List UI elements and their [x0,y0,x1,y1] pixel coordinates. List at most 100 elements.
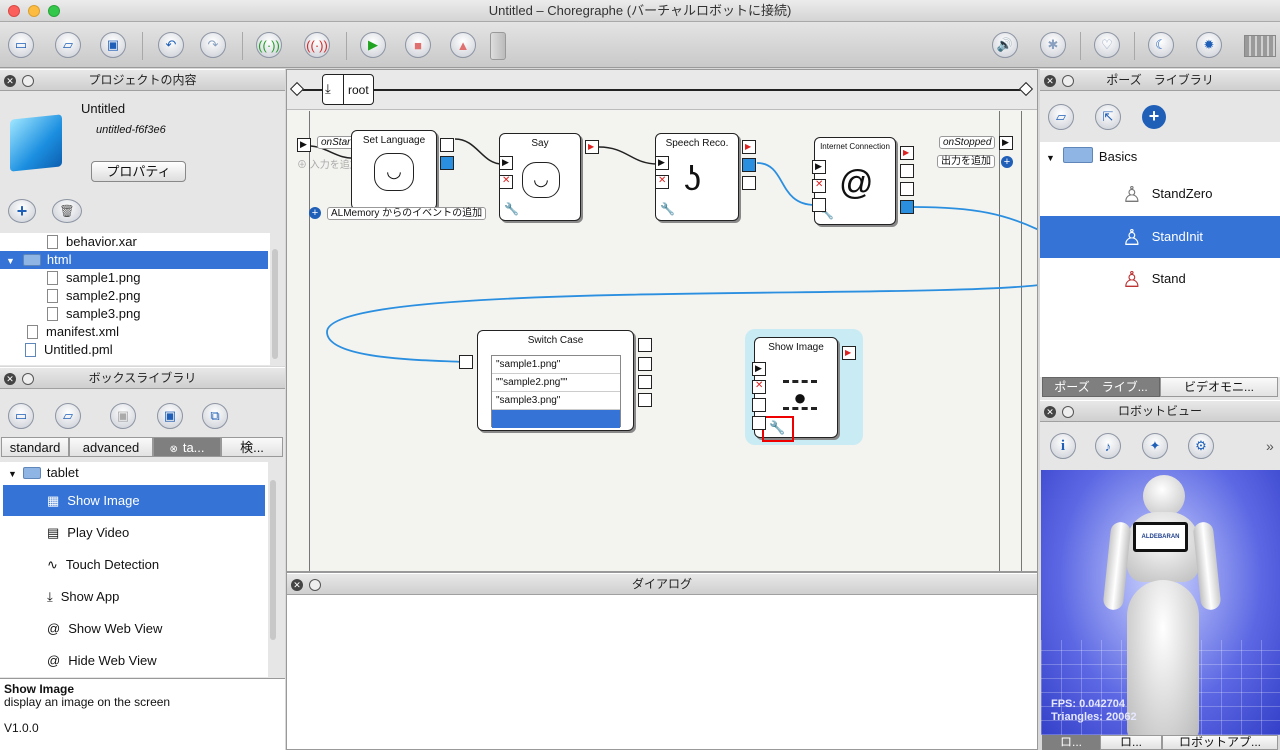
case-item[interactable]: ""sample2.png"" [492,374,620,392]
tab-advanced[interactable]: advanced [69,437,153,457]
add-file-icon[interactable]: + [8,199,36,223]
add-event-icon[interactable]: + [309,207,321,219]
float-panel-icon[interactable] [309,579,321,591]
case-item[interactable]: "sample3.png" [492,392,620,410]
stop-input-port[interactable]: ✕ [812,179,826,193]
input-port[interactable] [752,398,766,412]
play-icon[interactable]: ▶ [360,32,386,58]
box-internet-connection[interactable]: Internet Connection @ 🔧 [814,137,896,225]
onstopped-output-port[interactable]: ▶ [999,136,1013,150]
wrench-icon[interactable]: 🔧 [660,202,675,216]
tree-item-sample1[interactable]: sample1.png [0,269,268,287]
open-library-icon[interactable]: ▱ [55,403,81,429]
file-tree-scrollbar[interactable] [272,249,278,359]
close-panel-icon[interactable]: ✕ [291,579,303,591]
stop-input-port[interactable]: ✕ [752,380,766,394]
stop-input-port[interactable]: ✕ [499,175,513,189]
stiffness-icon[interactable]: ✱ [1040,32,1066,58]
output-port[interactable] [742,158,756,172]
tab-video-monitor[interactable]: ビデオモニ... [1160,377,1278,397]
zoom-window-icon[interactable] [48,5,60,17]
library-item-hide-web-view[interactable]: @Hide Web View [47,653,157,668]
input-port[interactable]: ▶ [499,156,513,170]
input-port[interactable] [459,355,473,369]
pose-folder-basics[interactable]: ▼Basics [1046,147,1138,164]
export-library-icon[interactable]: ▣ [157,403,183,429]
slider-icon[interactable] [490,32,506,60]
tree-item-sample2[interactable]: sample2.png [0,287,268,305]
float-panel-icon[interactable] [22,75,34,87]
gear-icon[interactable]: ✹ [1196,32,1222,58]
sound-off-icon[interactable]: ♪ [1095,433,1121,459]
connect-icon[interactable]: ((·)) [256,32,282,58]
box-list-scrollbar[interactable] [270,480,276,640]
more-icon[interactable]: » [1266,438,1274,454]
open-pose-folder-icon[interactable]: ▱ [1048,104,1074,130]
onstart-input-port[interactable]: ▶ [297,138,311,152]
tab-robot-1[interactable]: ロ... [1042,735,1100,750]
close-panel-icon[interactable]: ✕ [1044,406,1056,418]
almemory-label[interactable]: ALMemory からのイベントの追加 [327,207,487,220]
library-item-play-video[interactable]: ▤Play Video [47,525,130,540]
add-input-label[interactable]: ⊕ 入力を追加 [297,160,360,171]
box-switch-case[interactable]: Switch Case "sample1.png" ""sample2.png"… [477,330,634,431]
output-port[interactable] [900,182,914,196]
robot-3d-view[interactable]: ALDEBARAN FPS: 0.042704 Triangles: 20062 [1041,470,1280,735]
import-pose-icon[interactable]: ⇱ [1095,104,1121,130]
heart-icon[interactable]: ♡ [1094,32,1120,58]
library-item-touch-detection[interactable]: ∿Touch Detection [47,557,160,572]
breadcrumb[interactable]: ⤓ root [322,74,374,105]
close-tab-icon[interactable]: ⊗ [169,444,178,455]
output-port[interactable] [742,176,756,190]
stop-icon[interactable]: ■ [405,32,431,58]
pose-item-stand[interactable]: ♙Stand [1122,267,1186,292]
new-library-icon[interactable]: ▭ [8,403,34,429]
properties-button[interactable]: プロパティ [91,161,186,182]
tree-item-pml[interactable]: Untitled.pml [0,341,268,359]
add-output-icon[interactable]: + [1001,156,1013,168]
library-folder-tablet[interactable]: ▼tablet [8,465,79,480]
add-output-label[interactable]: 出力を追加 [937,155,995,168]
input-port[interactable] [812,198,826,212]
case-item[interactable]: "sample1.png" [492,356,620,374]
tab-standard[interactable]: standard [1,437,69,457]
close-panel-icon[interactable]: ✕ [4,75,16,87]
tree-item-behavior[interactable]: behavior.xar [0,233,268,251]
tree-item-html[interactable]: ▼html [0,251,268,269]
add-pose-icon[interactable]: + [1142,105,1166,129]
float-panel-icon[interactable] [22,373,34,385]
info-icon[interactable]: i [1050,433,1076,459]
output-port[interactable] [440,138,454,152]
flow-diagram-canvas[interactable]: ⤓ root ▶ onStart ⊕ 入力を追加 Set Language ◡ … [286,69,1038,572]
pose-item-standzero[interactable]: ♙StandZero [1122,182,1213,207]
output-port[interactable] [638,375,652,389]
tree-item-sample3[interactable]: sample3.png [0,305,268,323]
output-port[interactable] [638,338,652,352]
library-item-show-image[interactable]: ▦Show Image [3,485,265,516]
wrench-icon[interactable]: 🔧 [769,420,786,435]
library-item-show-web-view[interactable]: @Show Web View [47,621,163,636]
close-panel-icon[interactable]: ✕ [4,373,16,385]
stop-input-port[interactable]: ✕ [655,175,669,189]
save-icon[interactable]: ▣ [100,32,126,58]
float-panel-icon[interactable] [1062,75,1074,87]
output-port[interactable] [638,393,652,407]
output-port[interactable] [900,200,914,214]
case-item-new[interactable] [492,410,620,428]
output-port[interactable]: ▶ [585,140,599,154]
output-port[interactable]: ▶ [900,146,914,160]
close-window-icon[interactable] [8,5,20,17]
undo-icon[interactable]: ↶ [158,32,184,58]
sleep-icon[interactable]: ☾ [1148,32,1174,58]
input-port[interactable]: ▶ [752,362,766,376]
input-port[interactable]: ▶ [655,156,669,170]
settings-off-icon[interactable]: ⚙ [1188,433,1214,459]
new-window-icon[interactable]: ▭ [8,32,34,58]
box-show-image[interactable]: Show Image ● 🔧 [754,337,838,442]
input-port[interactable] [752,416,766,430]
delete-file-icon[interactable]: 🗑 [52,199,82,223]
output-port[interactable]: ▶ [842,346,856,360]
save-library-icon[interactable]: ▣ [110,403,136,429]
disconnect-icon[interactable]: ((·)) [304,32,330,58]
tab-search[interactable]: 検... [221,437,283,457]
